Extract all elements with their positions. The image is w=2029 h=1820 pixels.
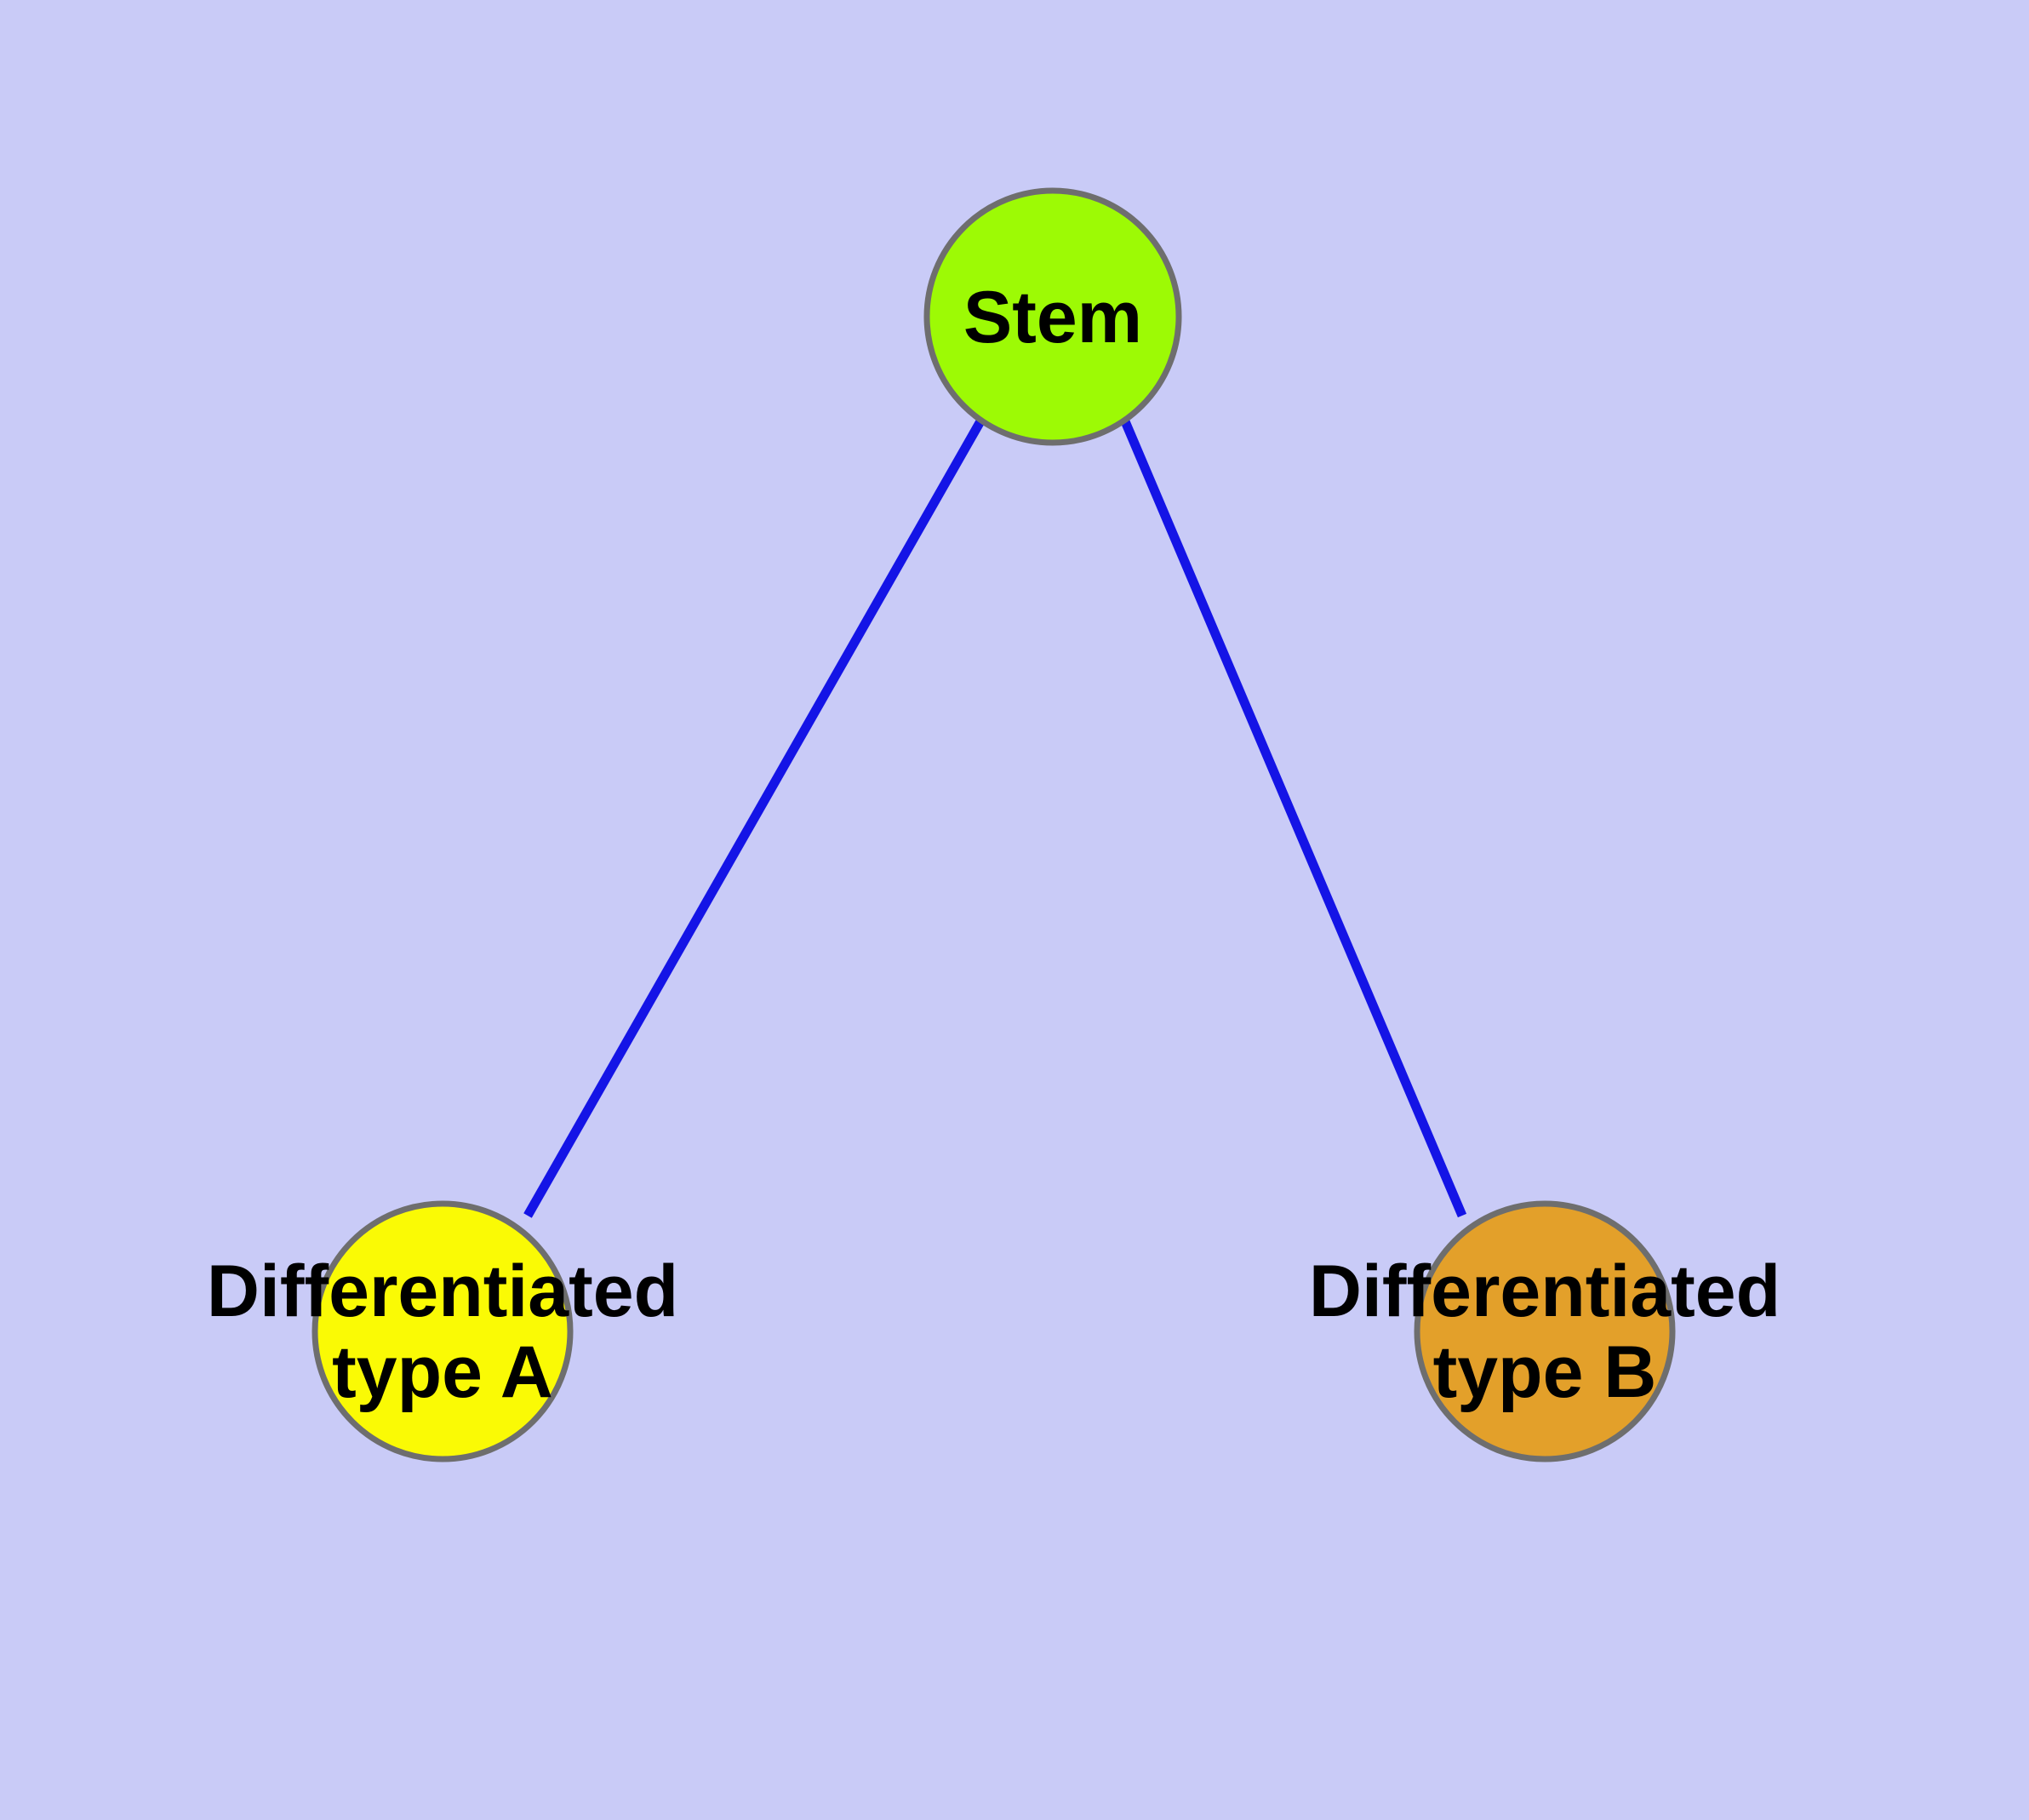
graph-node-label-stem: Stem xyxy=(963,277,1142,358)
graph-node-label-line: Differentiated xyxy=(1309,1251,1780,1332)
graph-node-diff_b[interactable] xyxy=(1414,1200,1676,1462)
graph-node-label-line: Differentiated xyxy=(207,1251,678,1332)
graph-node-label-line: Stem xyxy=(963,277,1142,358)
graph-edge-stem-to-a xyxy=(523,419,985,1218)
edges-layer xyxy=(523,419,1467,1218)
nodes-layer xyxy=(311,187,1676,1462)
graph-edge-stem-to-b xyxy=(1120,419,1467,1218)
graph-node-stem[interactable] xyxy=(923,187,1182,446)
graph-node-label-line: type A xyxy=(332,1331,553,1413)
graph-node-label-line: type B xyxy=(1433,1331,1657,1413)
graph-node-diff_a[interactable] xyxy=(311,1200,574,1462)
